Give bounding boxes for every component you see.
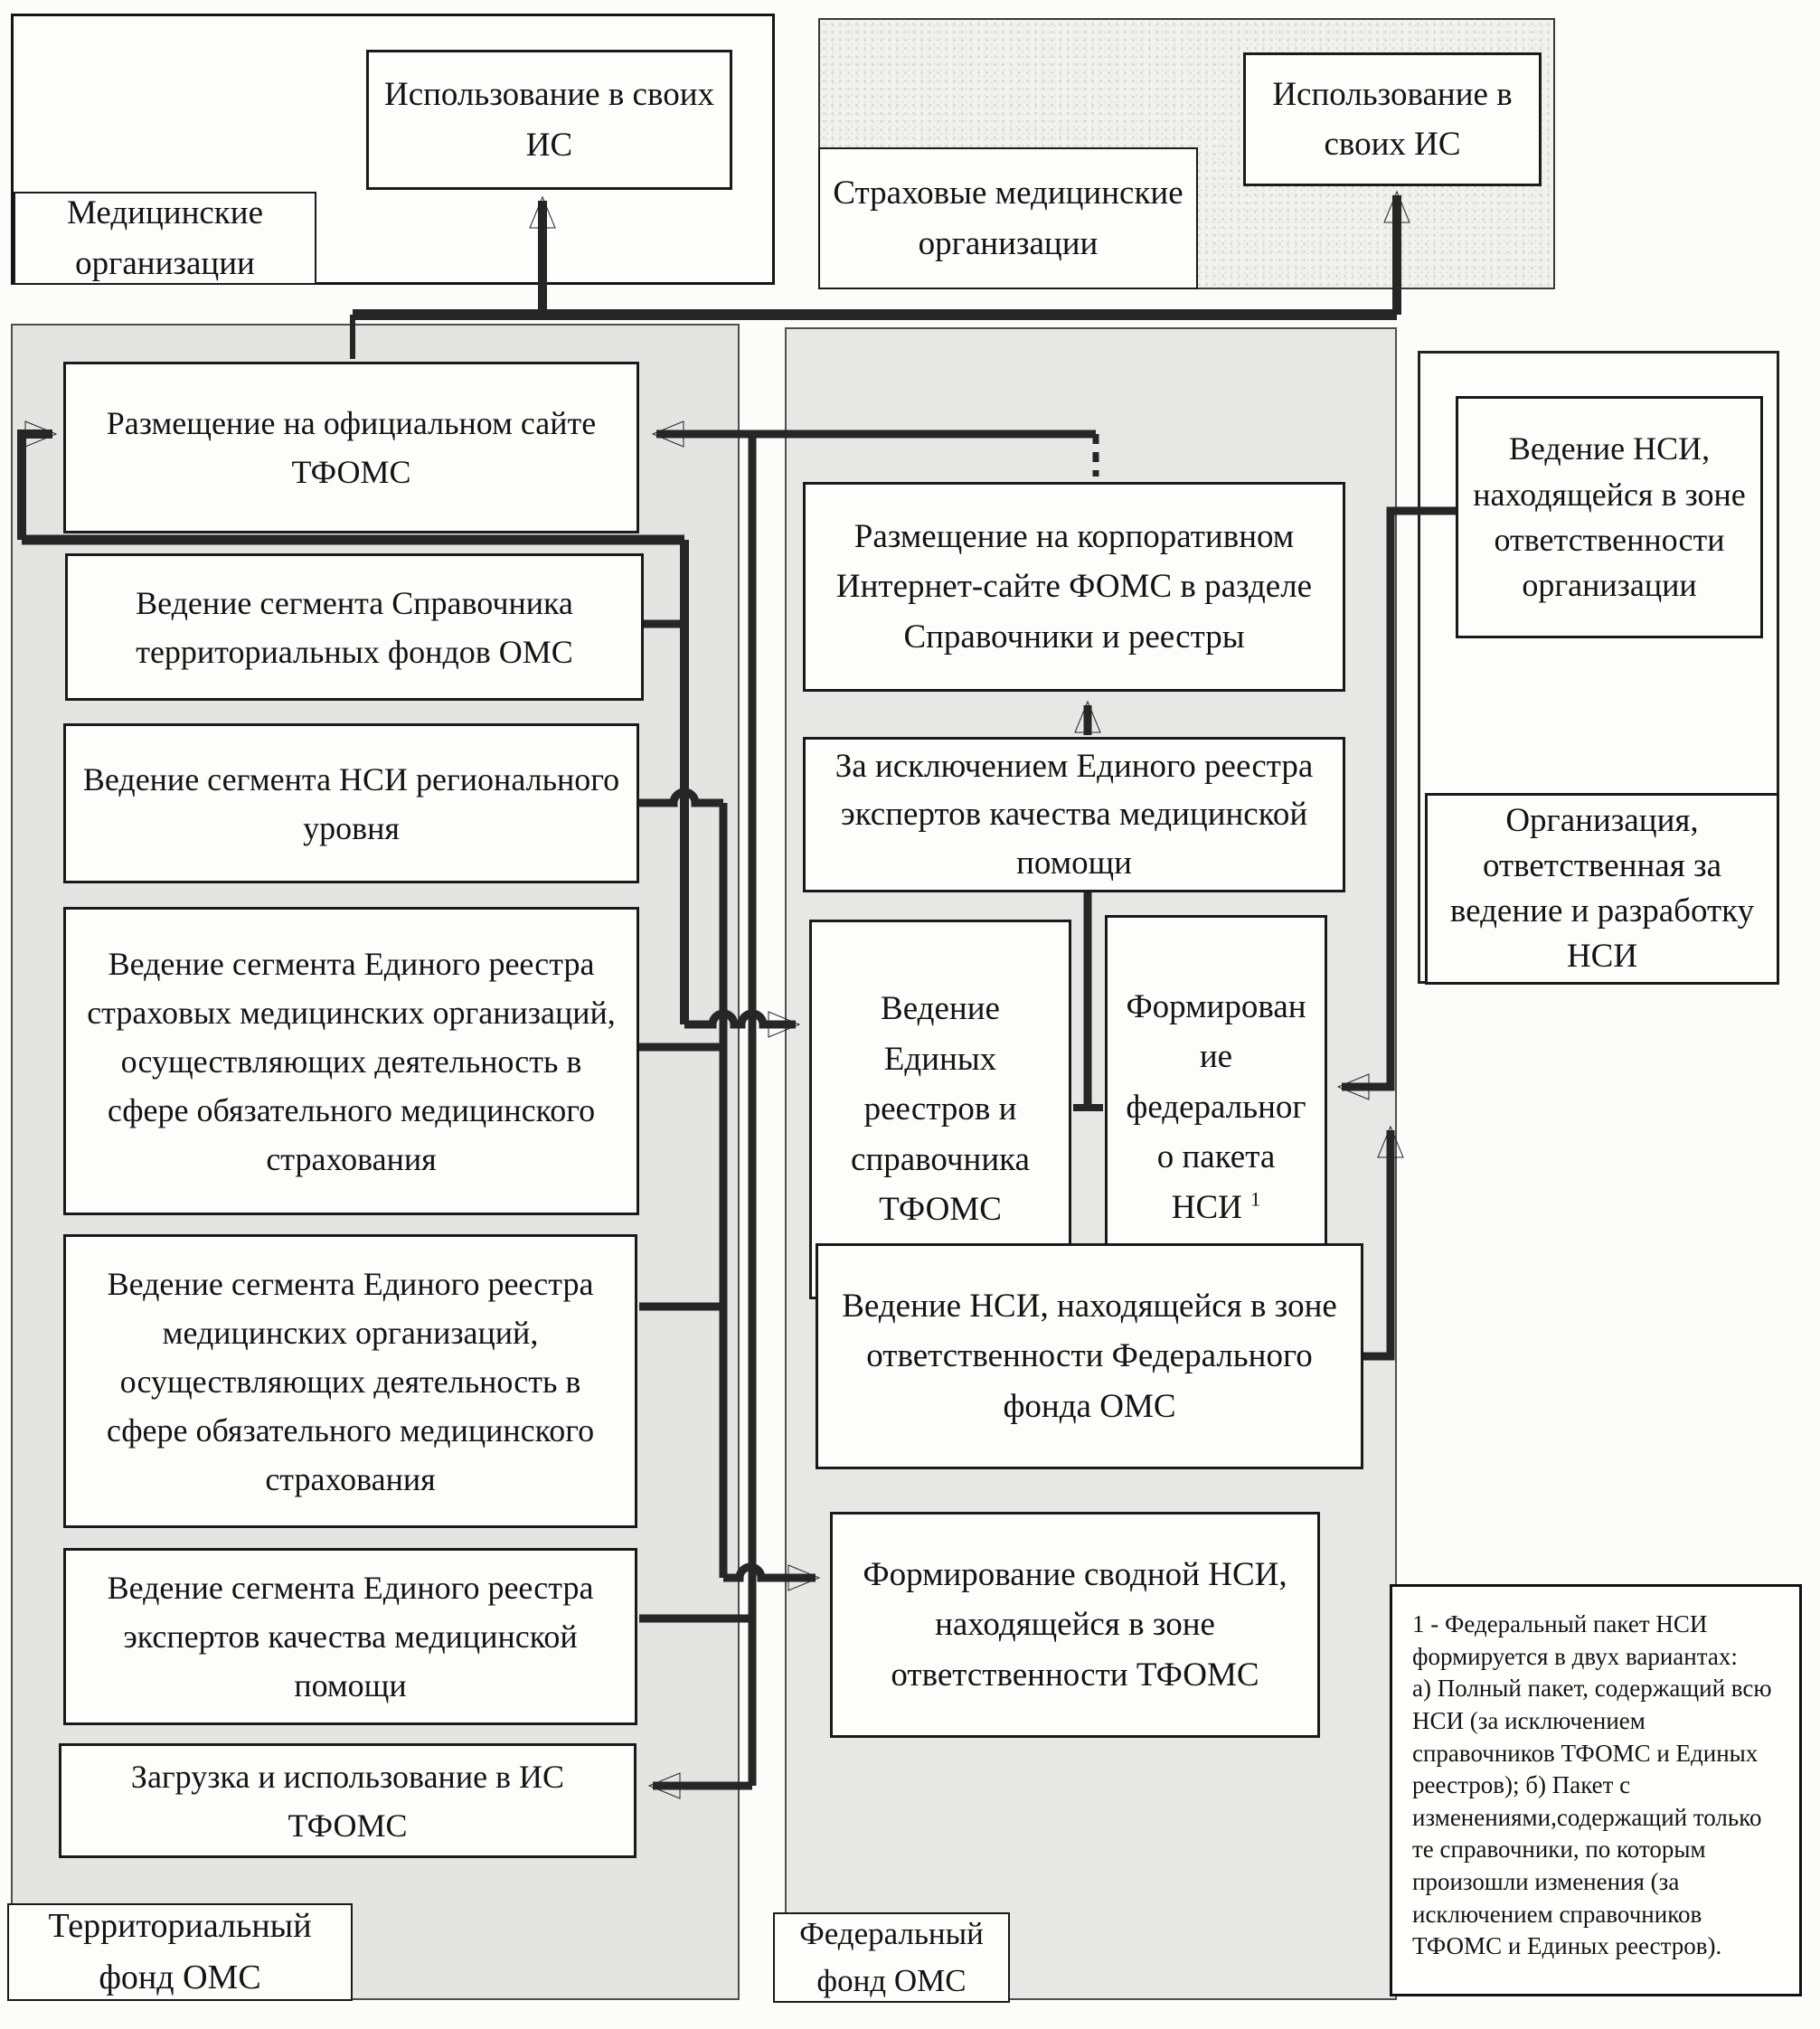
consolidated-nsi-box: Формирование сводной НСИ, находящейся в … — [830, 1512, 1320, 1738]
org-nsi-box: Ведение НСИ, находящейся в зоне ответств… — [1456, 396, 1763, 638]
responsible-org-box: Организация, ответственная за ведение и … — [1425, 793, 1779, 985]
foms-label: Федеральный фонд ОМС — [773, 1912, 1010, 2003]
usage-own-is-box-right: Использование в своих ИС — [1243, 52, 1542, 186]
tfoms-is-usage-box: Загрузка и использование в ИС ТФОМС — [59, 1743, 637, 1858]
regional-nsi-segment-box: Ведение сегмента НСИ регионального уровн… — [63, 723, 639, 883]
tfoms-directory-segment-box: Ведение сегмента Справочника территориал… — [65, 553, 644, 701]
federal-package-label: Формирование федерального пакета НСИ — [1126, 987, 1306, 1226]
medical-registry-segment-box: Ведение сегмента Единого реестра медицин… — [63, 1234, 637, 1528]
exception-experts-registry-box: За исключением Единого реестра экспертов… — [803, 737, 1345, 892]
tfoms-site-publishing-box: Размещение на официальном сайте ТФОМС — [63, 362, 639, 533]
usage-own-is-box-left: Использование в своих ИС — [366, 50, 732, 190]
tfoms-label: Территориальный фонд ОМС — [7, 1903, 353, 2001]
footnote-marker: 1 — [1250, 1187, 1261, 1211]
medical-orgs-label: Медицинские организации — [14, 192, 316, 285]
federal-package-box: Формирование федерального пакета НСИ 1 — [1105, 915, 1327, 1299]
insurance-registry-segment-box: Ведение сегмента Единого реестра страхов… — [63, 907, 639, 1215]
insurance-medical-orgs-label: Страховые медицинские организации — [818, 147, 1198, 289]
foms-nsi-box: Ведение НСИ, находящейся в зоне ответств… — [816, 1243, 1363, 1469]
experts-registry-segment-box: Ведение сегмента Единого реестра эксперт… — [63, 1548, 637, 1725]
foms-site-publishing-box: Размещение на корпоративном Интернет-сай… — [803, 482, 1345, 692]
unified-registries-box: Ведение Единых реестров и справочника ТФ… — [809, 920, 1071, 1299]
footnote-box: 1 - Федеральный пакет НСИ формируется в … — [1390, 1584, 1802, 1996]
